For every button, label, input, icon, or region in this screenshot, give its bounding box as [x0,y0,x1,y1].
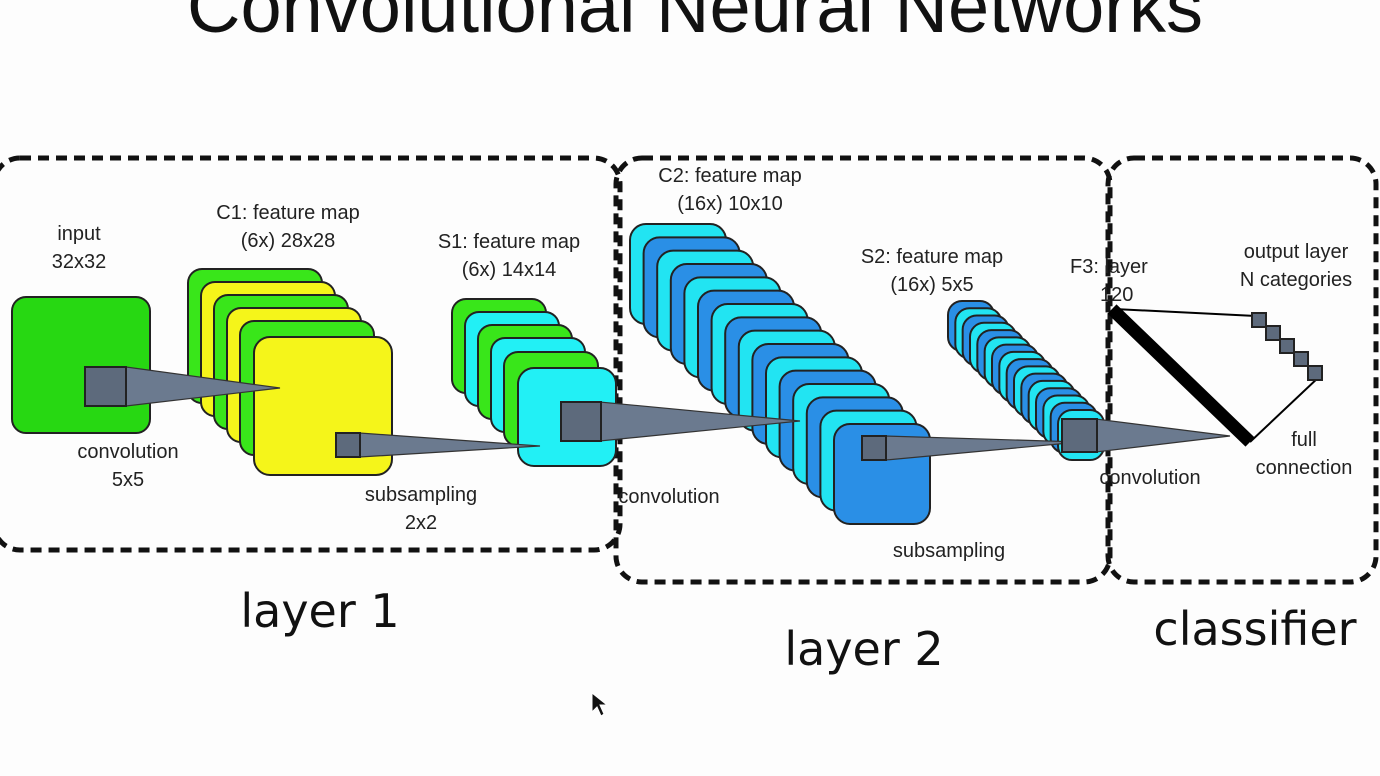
s1-size-label: (6x) 14x14 [462,259,557,281]
conv3-cone [1095,418,1231,453]
classifier-group-label: classifier [1153,602,1356,656]
sub1-kernel [335,432,361,458]
s2-label: S2: feature map [861,246,1003,268]
s2-size-label: (16x) 5x5 [890,274,973,296]
input-map [11,296,151,434]
sub2-kernel [861,435,887,461]
c1-label: C1: feature map [216,202,359,224]
full-connection [1113,308,1321,443]
input-label: input [57,223,101,245]
output-label: output layer [1244,241,1349,263]
sub2-label: subsampling [893,540,1005,562]
layer1-box [0,155,623,553]
sub1-size-label: 2x2 [405,512,437,534]
f3-layer [1107,304,1255,447]
full-connection-label-2: connection [1256,457,1353,479]
output-size-label: N categories [1240,269,1352,291]
full-connection-label-1: full [1291,429,1317,451]
conv1-size-label: 5x5 [112,469,144,491]
input-size-label: 32x32 [52,251,107,273]
c2-size-label: (16x) 10x10 [677,193,783,215]
conv1-label: convolution [77,441,178,463]
layer2-box [613,155,1113,585]
layer2-group-label: layer 2 [784,622,943,676]
s1-label: S1: feature map [438,231,580,253]
conv2-kernel [560,401,602,442]
page-title: Convolutional Neural Networks [187,0,1203,48]
c2-feature-maps [629,223,931,525]
c2-label: C2: feature map [658,165,801,187]
conv3-label: convolution [1099,467,1200,489]
layer1-group-label: layer 1 [240,584,399,638]
f3-label: F3: layer [1070,256,1148,278]
mouse-pointer-icon [591,691,609,717]
conv1-kernel [84,366,127,407]
f3-size-label: 120 [1100,284,1133,306]
sub1-label: subsampling [365,484,477,506]
c1-size-label: (6x) 28x28 [241,230,336,252]
classifier-box [1105,155,1379,585]
conv3-kernel [1061,418,1098,453]
conv2-label: convolution [618,486,719,508]
output-layer [1251,312,1323,381]
